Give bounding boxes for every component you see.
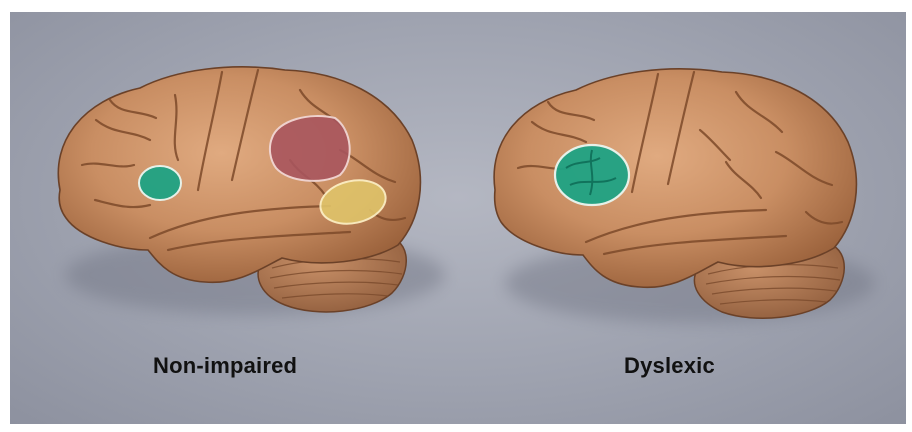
left-teal-region <box>139 166 181 200</box>
caption-dyslexic: Dyslexic <box>624 353 715 379</box>
dyslexic-brain <box>494 69 875 323</box>
caption-non-impaired: Non-impaired <box>153 353 297 379</box>
left-red-region <box>270 116 350 181</box>
non-impaired-brain <box>58 67 445 315</box>
